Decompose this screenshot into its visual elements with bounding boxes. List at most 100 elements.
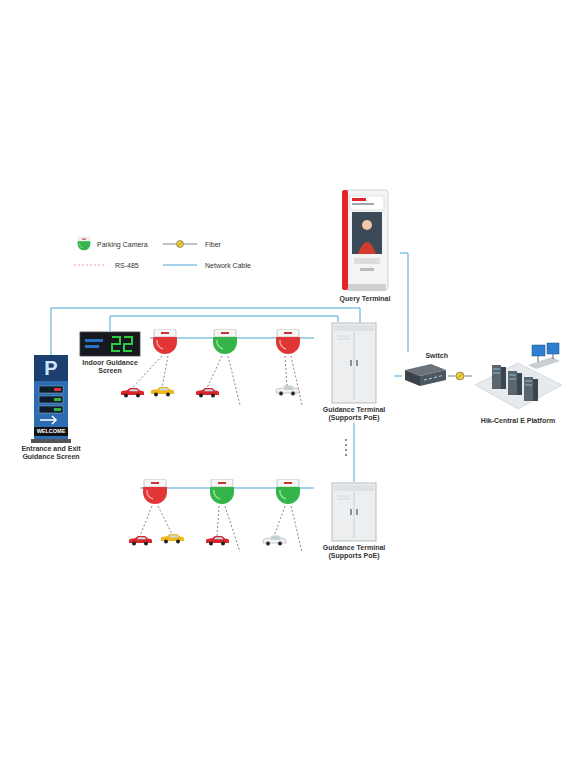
drawing-path bbox=[51, 308, 360, 355]
drawing-rect bbox=[356, 509, 358, 515]
network-switch: Switch bbox=[402, 352, 448, 390]
drawing-line bbox=[337, 336, 350, 337]
drawing-rect bbox=[356, 360, 358, 366]
drawing-rect bbox=[533, 379, 538, 401]
drawing-line bbox=[228, 356, 240, 405]
node-label: Entrance and Exit Guidance Screen bbox=[14, 445, 88, 462]
car bbox=[121, 388, 144, 398]
drawing-line bbox=[140, 506, 152, 536]
node-icon bbox=[330, 188, 400, 293]
fiber-link bbox=[448, 372, 472, 380]
detection-lines bbox=[132, 356, 302, 552]
drawing-polygon bbox=[528, 357, 560, 369]
drawing-circle bbox=[345, 444, 347, 446]
drawing-polygon bbox=[475, 363, 562, 409]
drawing-rect bbox=[54, 388, 61, 391]
drawing-path bbox=[112, 337, 132, 351]
drawing-line bbox=[162, 356, 168, 388]
car bbox=[161, 534, 184, 544]
drawing-path bbox=[40, 416, 56, 424]
parking-camera bbox=[276, 479, 300, 504]
drawing-rect bbox=[80, 332, 140, 356]
drawing-rect bbox=[54, 408, 61, 411]
platform-server: Hik-Central E Platform bbox=[472, 335, 564, 425]
node-icon bbox=[402, 360, 448, 390]
drawing-path bbox=[493, 369, 532, 385]
drawing-rect bbox=[85, 339, 103, 342]
node-label: Guidance Terminal (Supports PoE) bbox=[314, 406, 394, 423]
drawing-rect bbox=[354, 258, 380, 264]
parking-sign-letter: P bbox=[34, 356, 68, 380]
drawing-rect bbox=[332, 483, 376, 541]
drawing-line bbox=[291, 506, 302, 552]
drawing-svg bbox=[314, 482, 394, 542]
legend-text: RS-485 bbox=[115, 261, 139, 270]
node-label: Hik-Central E Platform bbox=[472, 417, 564, 425]
guidance-terminal: Guidance Terminal (Supports PoE) bbox=[314, 322, 394, 423]
drawing-rect bbox=[360, 268, 374, 271]
drawing-rect bbox=[342, 190, 348, 290]
drawing-rect bbox=[31, 439, 71, 443]
drawing-rect bbox=[350, 196, 384, 210]
legend-network-sample bbox=[163, 265, 197, 266]
drawing-svg bbox=[314, 322, 394, 404]
drawing-circle bbox=[177, 241, 184, 248]
drawing-path bbox=[358, 242, 376, 254]
network-cable bbox=[394, 376, 402, 377]
drawing-svg bbox=[472, 335, 564, 415]
guidance-terminal: Guidance Terminal (Supports PoE) bbox=[314, 482, 394, 561]
drawing-rect bbox=[54, 398, 61, 401]
drawing-rect bbox=[334, 325, 374, 331]
drawing-line bbox=[291, 356, 302, 405]
drawing-rect bbox=[517, 373, 522, 395]
parking-camera bbox=[210, 479, 234, 504]
drawing-circle bbox=[345, 454, 347, 456]
parking-camera bbox=[143, 479, 167, 504]
drawing-rect bbox=[352, 198, 366, 201]
drawing-line bbox=[354, 332, 355, 400]
drawing-rect bbox=[352, 212, 382, 254]
drawing-rect bbox=[547, 343, 559, 354]
node-label: Switch bbox=[402, 352, 448, 360]
parking-camera bbox=[213, 329, 237, 354]
drawing-line bbox=[207, 356, 222, 388]
car bbox=[129, 536, 152, 546]
drawing-rect bbox=[39, 386, 63, 393]
legend-text: Network Cable bbox=[205, 261, 251, 270]
parking-camera bbox=[153, 329, 177, 354]
node-icon bbox=[72, 331, 148, 357]
continuation-dots bbox=[345, 439, 347, 456]
drawing-polygon bbox=[405, 370, 420, 386]
query-terminal: Query Terminal bbox=[330, 188, 400, 303]
car bbox=[151, 387, 174, 397]
drawing-path bbox=[394, 376, 402, 377]
drawing-rect bbox=[344, 190, 388, 290]
car bbox=[263, 536, 286, 546]
drawing-line bbox=[274, 506, 285, 536]
drawing-svg bbox=[402, 360, 448, 390]
indoor-guidance-screen: Indoor Guidance Screen bbox=[72, 331, 148, 376]
drawing-line bbox=[178, 242, 183, 247]
node-label: Indoor Guidance Screen bbox=[72, 359, 148, 376]
drawing-circle bbox=[456, 372, 464, 380]
drawing-path bbox=[400, 253, 408, 352]
legend-rs485-sample bbox=[74, 265, 106, 266]
parking-camera bbox=[276, 329, 300, 354]
drawing-rect bbox=[332, 323, 376, 403]
drawing-svg bbox=[72, 331, 148, 357]
drawing-rect bbox=[334, 485, 374, 491]
node-icon bbox=[314, 482, 394, 542]
legend-text: Fiber bbox=[205, 240, 221, 249]
car bbox=[196, 388, 219, 398]
drawing-line bbox=[337, 339, 350, 340]
drawing-line bbox=[354, 492, 355, 538]
drawing-rect bbox=[34, 355, 68, 381]
drawing-line bbox=[337, 496, 350, 497]
drawing-path bbox=[424, 376, 442, 380]
network-cable bbox=[354, 423, 355, 482]
drawing-path bbox=[354, 423, 355, 482]
drawing-rect bbox=[350, 509, 352, 515]
drawing-line bbox=[337, 499, 350, 500]
drawing-rect bbox=[34, 355, 68, 439]
